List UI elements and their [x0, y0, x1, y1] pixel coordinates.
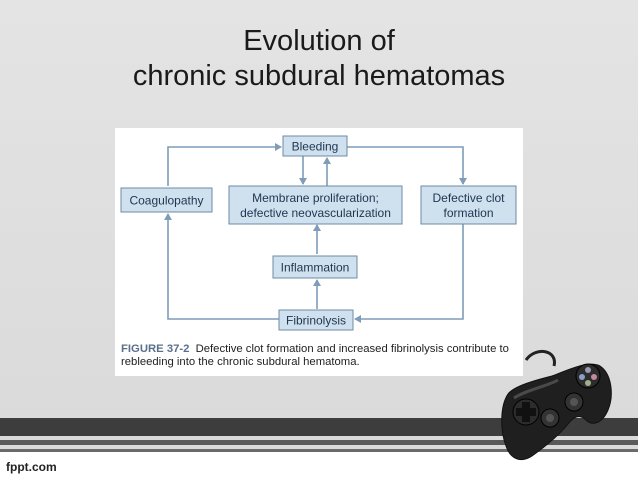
title-line-2: chronic subdural hematomas [132, 60, 506, 92]
node-fibrinolysis-label: Fibrinolysis [286, 314, 346, 328]
node-membrane-proliferation: Membrane proliferation; defective neovas… [228, 185, 403, 225]
node-coagulopathy: Coagulopathy [120, 187, 213, 213]
footer-brand: fppt.com [6, 460, 57, 474]
figure-panel: Bleeding Coagulopathy Membrane prolifera… [115, 128, 523, 376]
figure-number: FIGURE 37-2 [121, 343, 190, 355]
node-inflammation: Inflammation [272, 255, 358, 279]
figure-caption: FIGURE 37-2 Defective clot formation and… [121, 343, 519, 369]
footer-stripe-thin [0, 449, 638, 452]
figure-caption-text: Defective clot formation and increased f… [121, 343, 509, 368]
gamepad-icon [501, 350, 612, 461]
arrow-defective-clot-to-fibrinolysis [354, 224, 464, 323]
connectors [164, 143, 467, 323]
node-inflammation-label: Inflammation [281, 261, 350, 275]
title-line-1: Evolution of [243, 25, 395, 57]
node-defective-clot-label-line1: Defective clot [432, 191, 505, 205]
arrow-fibrinolysis-to-coagulopathy [164, 213, 281, 320]
node-defective-clot-formation: Defective clot formation [420, 185, 517, 225]
footer-stripe-mid [0, 440, 638, 445]
arrow-coagulopathy-to-bleeding [167, 143, 282, 186]
node-defective-clot-label-line2: formation [443, 206, 493, 220]
node-coagulopathy-label: Coagulopathy [129, 194, 203, 208]
node-membrane-label-line1: Membrane proliferation; [252, 191, 379, 205]
node-membrane-label-line2: defective neovascularization [240, 206, 391, 220]
arrow-bleeding-to-defective-clot [345, 146, 467, 185]
footer-stripe-thick [0, 418, 638, 436]
node-fibrinolysis: Fibrinolysis [278, 309, 354, 331]
node-bleeding-label: Bleeding [292, 140, 339, 154]
flow-diagram: Bleeding Coagulopathy Membrane prolifera… [120, 135, 517, 331]
slide-title: Evolution of chronic subdural hematomas [0, 24, 638, 94]
node-bleeding: Bleeding [282, 135, 348, 157]
